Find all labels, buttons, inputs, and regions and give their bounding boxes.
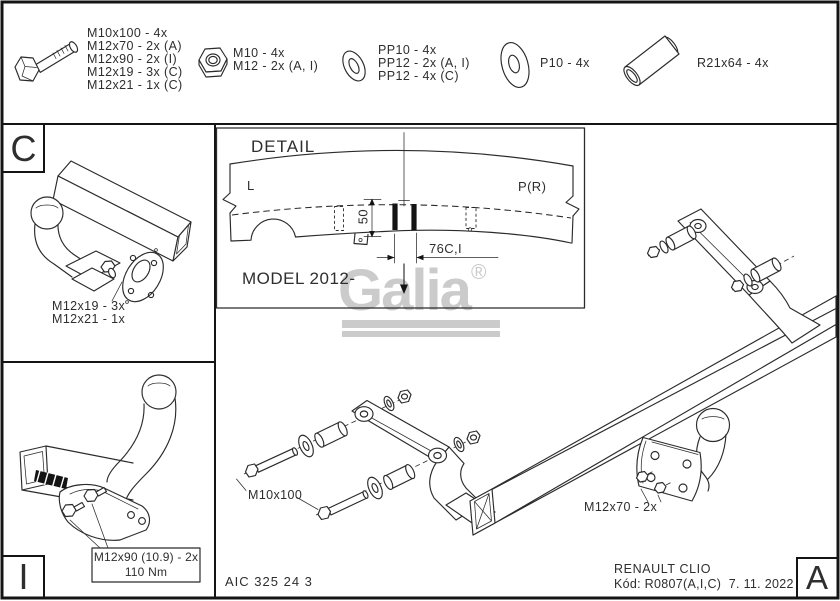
left-bracket — [351, 399, 496, 526]
legend-nut-line-2: M12 - 2x (A, I) — [233, 59, 319, 73]
panel-c-part-label-2: M12x21 - 1x — [52, 312, 126, 326]
registered-trademark-icon: ® — [471, 261, 487, 284]
doc-number: AIC 325 24 3 — [225, 574, 313, 589]
legend-spring-washer-line-2: PP12 - 2x (A, I) — [378, 56, 470, 70]
vehicle-name: RENAULT CLIO — [614, 562, 712, 576]
detail-model-note: MODEL 2012- — [242, 269, 356, 288]
legend-bolt-line-1: M10x100 - 4x — [87, 26, 168, 40]
detail-left-mark: L — [247, 178, 255, 193]
revision-letter-a: A — [805, 558, 828, 596]
flat-washer-icon — [500, 42, 530, 88]
spring-washer-icon — [342, 50, 366, 82]
towball-assembly-i-art — [19, 374, 177, 549]
detail-dim-horizontal: 76C,I — [429, 241, 463, 256]
detail-dim-vertical: 50 — [355, 208, 371, 225]
section-letter-i: I — [18, 555, 29, 597]
legend-sleeve-line-1: R21x64 - 4x — [697, 56, 769, 70]
torque-label-line1: M12x90 (10.9) - 2x — [93, 550, 199, 564]
towball-main — [635, 407, 731, 502]
left-hardware — [244, 389, 481, 521]
section-letter-c: C — [10, 127, 37, 169]
towball-assembly-c-art — [30, 160, 192, 304]
legend-bolt-line-2: M12x70 - 2x (A) — [87, 39, 182, 53]
nut-icon — [198, 47, 228, 78]
legend-bolt-line-4: M12x19 - 3x (C) — [87, 65, 183, 79]
panel-c-part-label-1: M12x19 - 3x — [52, 299, 126, 313]
code-line: Kód: R0807(A,I,C) 7. 11. 2022 — [614, 577, 794, 591]
legend-bolt-line-5: M12x21 - 1x (C) — [87, 78, 183, 92]
detail-right-mark: P(R) — [518, 179, 547, 194]
main-ball-bolt-label: M12x70 - 2x — [584, 500, 658, 514]
detail-title: DETAIL — [251, 137, 316, 156]
crossbar — [469, 295, 837, 536]
legend-spring-washer-line-3: PP12 - 4x (C) — [378, 69, 459, 83]
main-exploded-art — [236, 208, 837, 536]
legend-nut-line-1: M10 - 4x — [233, 46, 285, 60]
spacer-sleeve-icon — [623, 35, 680, 87]
logo-underline-2 — [342, 331, 500, 337]
crossbar-end-face — [469, 488, 496, 536]
legend-spring-washer-line-1: PP10 - 4x — [378, 43, 437, 57]
leader-lines — [236, 478, 662, 510]
bumper-detail-art — [222, 132, 580, 294]
panel-i-torque-label: M12x90 (10.9) - 2x 110 Nm — [92, 548, 200, 582]
bolt-icon — [14, 41, 79, 82]
torque-label-line2: 110 Nm — [124, 565, 168, 579]
legend-bolt-line-3: M12x90 - 2x (I) — [87, 52, 178, 66]
main-bolt-label: M10x100 — [248, 488, 303, 502]
logo-underline-1 — [342, 320, 500, 328]
right-bracket — [646, 208, 821, 344]
legend-flat-washer-line-1: P10 - 4x — [540, 56, 590, 70]
